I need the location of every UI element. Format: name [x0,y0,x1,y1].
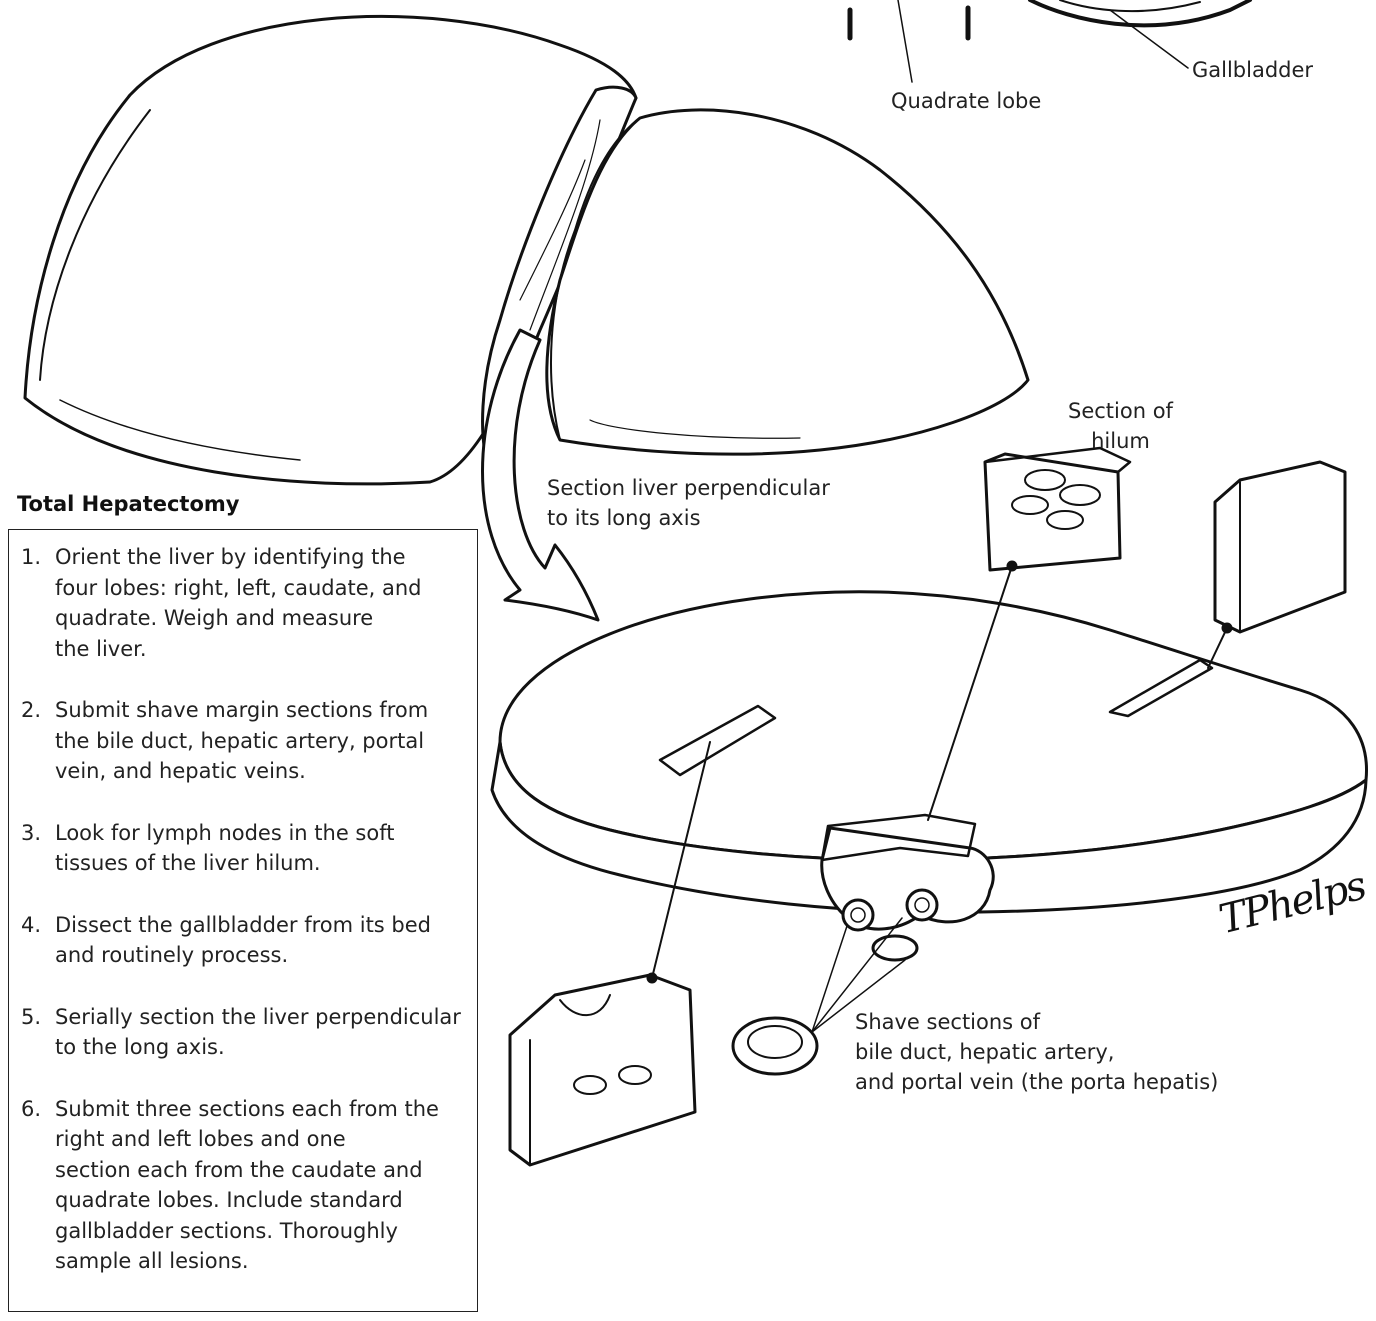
step-item: 6. Submit three sections each from the ri… [9,1094,477,1277]
step-item: 3. Look for lymph nodes in the soft tissu… [9,818,477,879]
step-number: 4. [21,910,41,941]
shave-sections-label: Shave sections of bile duct, hepatic art… [855,1007,1218,1097]
step-text: Dissect the gallbladder from its bed and… [55,910,471,971]
step-text: Submit shave margin sections from the bi… [55,695,471,787]
step-number: 1. [21,542,41,573]
box-title: Total Hepatectomy [17,492,239,516]
section-liver-label: Section liver perpendicular to its long … [547,473,830,533]
gallbladder-top-shape [1030,0,1250,25]
steps-list: 1. Orient the liver by identifying the fo… [9,530,477,1277]
right-sample-block [1215,462,1345,632]
step-text: Submit three sections each from the righ… [55,1094,471,1277]
step-number: 5. [21,1002,41,1033]
quadrate-lobe-label: Quadrate lobe [891,86,1041,116]
step-item: 1. Orient the liver by identifying the fo… [9,542,477,664]
steps-box: 1. Orient the liver by identifying the fo… [8,529,478,1312]
gallbladder-label: Gallbladder [1192,55,1313,85]
step-text: Look for lymph nodes in the soft tissues… [55,818,471,879]
step-item: 2. Submit shave margin sections from the … [9,695,477,787]
left-lobe-piece [547,110,1028,454]
step-item: 4. Dissect the gallbladder from its bed a… [9,910,477,971]
lower-sample-block [510,975,695,1165]
step-number: 6. [21,1094,41,1125]
step-number: 3. [21,818,41,849]
step-text: Serially section the liver perpendicular… [55,1002,471,1063]
gallbladder-top-inner [1060,0,1200,11]
step-text: Orient the liver by identifying the four… [55,542,471,664]
step-number: 2. [21,695,41,726]
step-item: 5. Serially section the liver perpendicul… [9,1002,477,1063]
section-hilum-label: Section of hilum [1068,396,1173,456]
